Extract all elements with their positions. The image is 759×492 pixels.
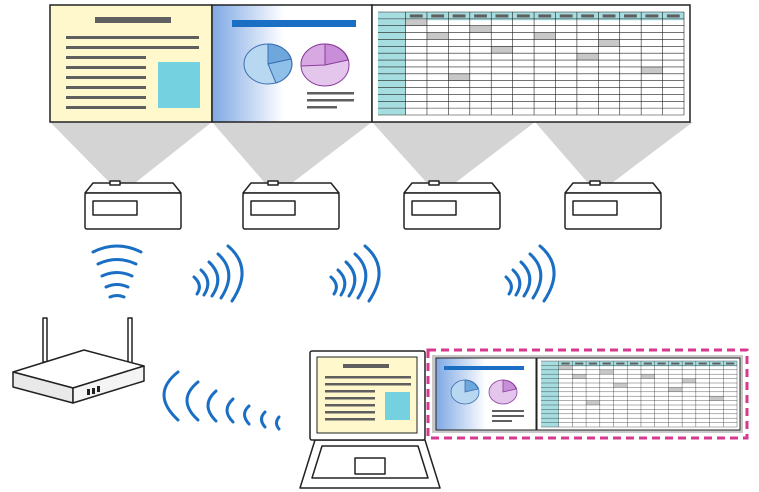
sheet-highlight-cell <box>558 365 573 370</box>
projector-lens <box>589 180 601 186</box>
projector-lens-panel <box>92 200 138 216</box>
projected-screens <box>49 4 691 123</box>
sheet-highlight-cell <box>682 378 696 383</box>
sheet-header-cell <box>581 14 595 18</box>
sheet-highlight-cell <box>640 374 655 379</box>
projector-icon <box>564 180 662 230</box>
sheet-highlight-cell <box>491 46 513 54</box>
sheet-highlight-cell <box>405 18 427 26</box>
projector-lens <box>109 180 121 186</box>
projector-lens-panel <box>411 200 457 216</box>
projector-top <box>84 182 182 194</box>
sheet-header-cell <box>726 362 735 365</box>
sheet-index-column <box>541 361 559 427</box>
projector-icon <box>242 180 340 230</box>
sheet-header-cell <box>712 362 721 365</box>
sheet-header-cell <box>409 14 423 18</box>
sheet-header-cell <box>516 14 530 18</box>
sheet-header-cell <box>671 362 680 365</box>
sheet-header-cell <box>698 362 707 365</box>
sheet-header-cell <box>666 14 680 18</box>
projector-icon <box>403 180 501 230</box>
wifi-signal-icon <box>91 244 143 299</box>
projector-top <box>242 182 340 194</box>
wifi-signal-icon <box>504 244 556 303</box>
projection-beams <box>50 122 693 183</box>
sheet-header-row <box>378 12 684 21</box>
projector-lens-panel <box>250 200 296 216</box>
sheet-header-cell <box>538 14 552 18</box>
sheet-header-cell <box>684 362 694 365</box>
sheet-highlight-cell <box>534 32 556 40</box>
wifi-signal-icon <box>192 244 244 303</box>
wifi-waves <box>91 244 556 431</box>
projector-lens <box>428 180 440 186</box>
sheet-highlight-cell <box>613 383 628 388</box>
sheet-header-cell <box>645 14 659 18</box>
extended-desktop-area <box>426 348 749 440</box>
sheet-header-cell <box>452 14 466 18</box>
beam-4 <box>535 122 693 183</box>
laptop-icon <box>299 350 441 489</box>
sheet-highlight-cell <box>599 369 614 375</box>
sheet-header-cell <box>588 362 598 365</box>
laptop-screen-document <box>316 356 418 434</box>
projectors <box>84 180 662 230</box>
sheet-highlight-cell <box>448 73 470 81</box>
sheet-highlight-cell <box>709 396 724 401</box>
sheet-highlight-cell <box>598 39 620 47</box>
beam-3 <box>372 122 535 183</box>
screen-document <box>49 4 213 123</box>
router-ports <box>87 386 100 395</box>
sheet-header-cell <box>643 362 652 365</box>
mini-spreadsheet <box>536 357 741 431</box>
projector-lens-panel <box>572 200 618 216</box>
sheet-highlight-cell <box>668 387 683 392</box>
wifi-signal-icon <box>162 370 281 431</box>
projector-top <box>403 182 501 194</box>
sheet-header-row <box>541 361 737 367</box>
sheet-header-cell <box>561 362 570 365</box>
screen-spreadsheet <box>371 4 691 123</box>
sheet-highlight-cell <box>576 53 599 61</box>
pie-chart-blue-icon <box>243 43 293 85</box>
sheet-header-cell <box>575 362 584 365</box>
projector-lens <box>267 180 279 186</box>
projector-icon <box>84 180 182 230</box>
sheet-header-cell <box>474 14 487 18</box>
projector-top <box>564 182 662 194</box>
pie-chart-purple-icon <box>300 43 350 87</box>
mini-presentation <box>435 357 537 431</box>
sheet-highlight-cell <box>572 374 587 379</box>
sheet-header-cell <box>559 14 573 18</box>
spreadsheet-grid <box>378 11 685 116</box>
sheet-highlight-cell <box>586 400 600 405</box>
sheet-index-column <box>378 12 406 115</box>
screen-presentation <box>211 4 373 123</box>
beam-2 <box>212 122 372 183</box>
sheet-header-cell <box>495 14 509 18</box>
sheet-header-cell <box>602 14 616 18</box>
sheet-header-cell <box>602 362 611 365</box>
wifi-signal-icon <box>329 244 381 303</box>
sheet-header-cell <box>431 14 445 18</box>
sheet-highlight-cell <box>641 66 663 74</box>
sheet-header-cell <box>657 362 666 365</box>
sheet-highlight-cell <box>469 25 492 33</box>
sheet-header-cell <box>629 362 639 365</box>
sheet-header-cell <box>624 14 637 18</box>
sheet-highlight-cell <box>426 32 449 40</box>
sheet-header-cell <box>616 362 625 365</box>
wireless-router-icon <box>12 317 145 404</box>
beam-1 <box>50 122 212 183</box>
